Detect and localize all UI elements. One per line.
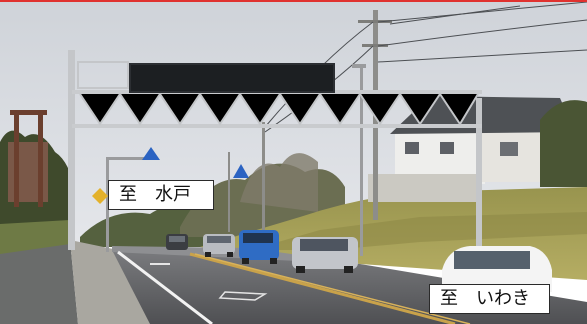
retaining-wall	[368, 174, 478, 202]
pole-crossarm	[358, 20, 392, 23]
warning-sign	[92, 188, 108, 204]
sign-gantry	[68, 50, 482, 250]
gantry-truss	[79, 92, 479, 126]
bare-trees	[240, 153, 318, 212]
far-pole	[262, 122, 265, 232]
lane-markings	[117, 250, 471, 324]
direction-label-mito: 至 水戸	[108, 180, 214, 210]
pedestrian-crossing-sign-2	[233, 164, 249, 178]
left-gate-post	[14, 112, 19, 207]
pole-crossarm-2	[362, 44, 388, 47]
small-sign-arm	[106, 157, 148, 160]
house-window	[405, 142, 419, 154]
street-light-head	[352, 64, 366, 68]
car-silver-sedan	[292, 237, 358, 273]
gantry-left-post	[68, 50, 75, 250]
car-far-dark	[166, 234, 188, 250]
left-grass	[0, 220, 70, 254]
pedestrian-crossing-sign	[142, 147, 160, 160]
far-pole-2	[228, 152, 230, 232]
house-window-2	[440, 142, 454, 154]
car-blue	[239, 230, 279, 264]
house-window-3	[500, 142, 518, 156]
left-gate-beam	[10, 110, 47, 115]
gantry-bottom-chord	[72, 124, 482, 128]
gantry-maintenance-rail	[77, 61, 129, 89]
gantry-right-post	[476, 98, 482, 248]
variable-message-sign	[129, 63, 335, 93]
left-gate-post-2	[38, 112, 43, 207]
car-silver-small	[203, 234, 235, 257]
right-trees	[540, 100, 587, 187]
street-light-pole	[360, 66, 363, 256]
small-sign-pole	[106, 157, 109, 252]
direction-label-iwaki: 至 いわき	[429, 284, 550, 314]
left-wall	[0, 240, 78, 324]
